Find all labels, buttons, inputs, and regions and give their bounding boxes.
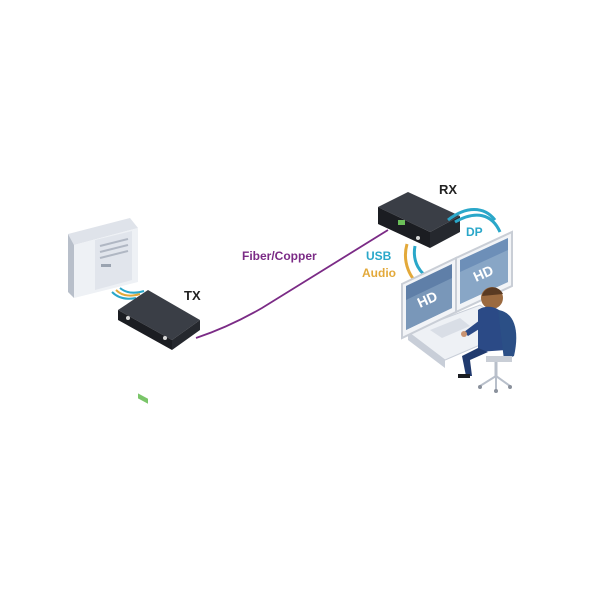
dp-label: DP xyxy=(466,225,483,239)
office-chair-icon xyxy=(478,310,517,393)
seated-user-icon xyxy=(458,287,506,378)
fiber-copper-link xyxy=(195,229,389,339)
audio-label: Audio xyxy=(362,266,396,280)
tx-label: TX xyxy=(184,288,201,303)
rx-extender-icon xyxy=(378,192,460,248)
tx-extender-icon xyxy=(118,290,200,404)
monitor-right-label: HD xyxy=(471,262,496,285)
link-label: Fiber/Copper xyxy=(242,249,317,263)
pc-to-tx-cables xyxy=(111,287,145,300)
monitor-left-label: HD xyxy=(415,288,440,311)
usb-label: USB xyxy=(366,249,392,263)
dual-monitor-icon xyxy=(401,230,513,340)
rx-label: RX xyxy=(439,182,457,197)
desktop-tower-icon xyxy=(68,218,138,298)
